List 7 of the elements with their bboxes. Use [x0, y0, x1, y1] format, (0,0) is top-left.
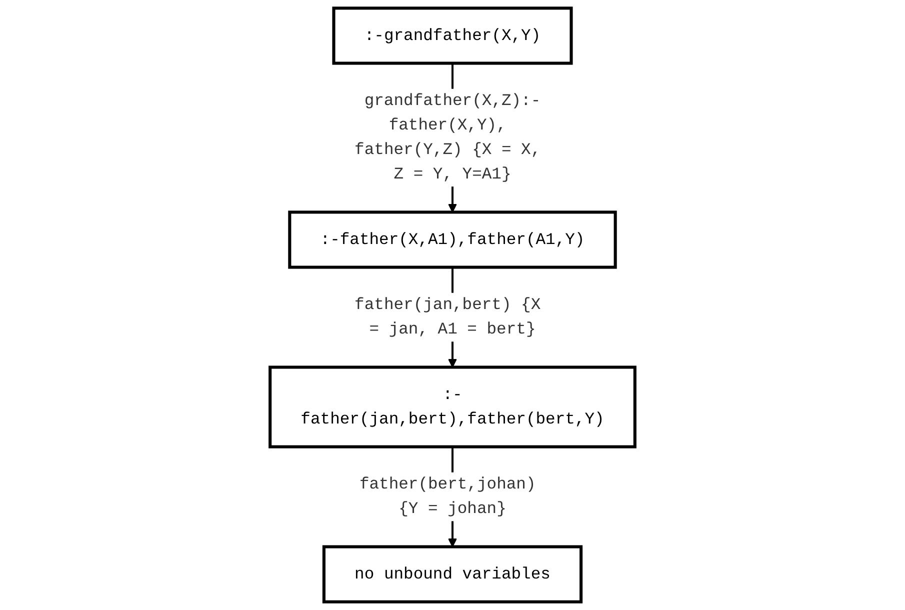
edge-label: father(bert,johan) {Y = johan} — [359, 475, 536, 518]
node-box: :-grandfather(X,Y) — [332, 6, 573, 65]
node-box: :-father(jan,bert),father(bert,Y) — [268, 366, 636, 448]
node-box: no unbound variables — [322, 545, 583, 604]
edge-label: grandfather(X,Z):-father(X,Y), father(Y,Z) {X = X, Z = Y, Y=A1} — [354, 92, 541, 184]
edge-label: father(jan,bert) {X = jan, A1 = bert} — [354, 296, 541, 339]
node-box: :-father(X,A1),father(A1,Y) — [288, 210, 617, 269]
